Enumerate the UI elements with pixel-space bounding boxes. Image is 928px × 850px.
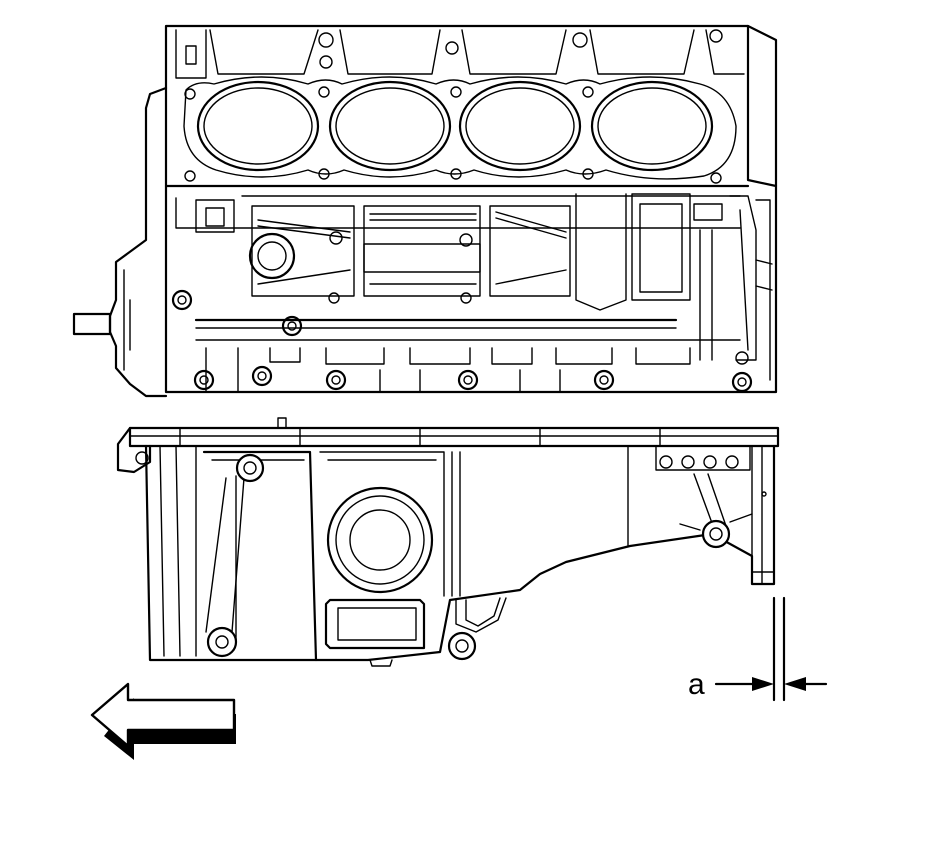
dimension-a: a	[688, 596, 828, 702]
dimension-arrowhead-left	[752, 677, 774, 691]
engine-block	[72, 24, 778, 398]
dimension-label-a: a	[688, 668, 705, 701]
dimension-arrowhead-right	[784, 677, 806, 691]
front-direction-arrow	[90, 682, 236, 760]
oil-pan	[116, 417, 780, 667]
